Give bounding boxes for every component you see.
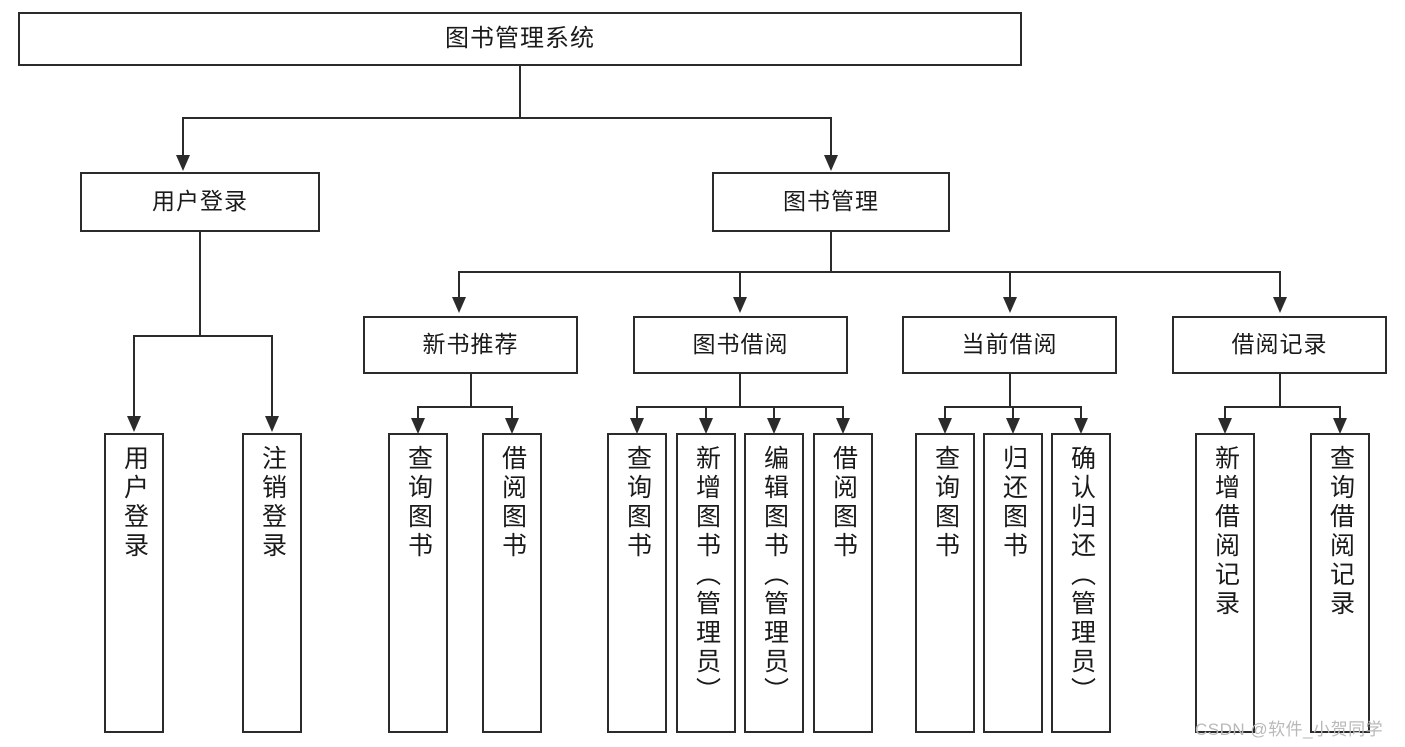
connector-book-borrow-bus bbox=[636, 406, 843, 408]
connector-borrow-record-bus bbox=[1224, 406, 1340, 408]
arrowhead-book-borrow-to-leaf-0 bbox=[630, 418, 644, 434]
node-label: 用户登录 bbox=[152, 188, 248, 215]
connector-user-login-to-leaf-0 bbox=[133, 335, 135, 417]
connector-book-borrow-to-leaf-2 bbox=[773, 406, 775, 419]
connector-root-to-book-management bbox=[830, 117, 832, 156]
node-label: 编辑图书（管理员） bbox=[760, 445, 789, 706]
leaf-current-borrow-0[interactable]: 查询图书 bbox=[915, 433, 975, 733]
arrowhead-to-new-book-recommend bbox=[452, 297, 466, 313]
leaf-book-borrow-1[interactable]: 新增图书（管理员） bbox=[676, 433, 736, 733]
connector-to-current-borrow bbox=[1009, 271, 1011, 298]
connector-to-new-book-recommend bbox=[458, 271, 460, 298]
connector-book-borrow-to-leaf-1 bbox=[705, 406, 707, 419]
node-label: 用户登录 bbox=[120, 445, 149, 561]
node-label: 图书借阅 bbox=[692, 331, 789, 358]
connector-to-book-borrow bbox=[739, 271, 741, 298]
leaf-book-borrow-0[interactable]: 查询图书 bbox=[607, 433, 667, 733]
connector-user-login-to-leaf-1 bbox=[271, 335, 273, 417]
node-label: 新增借阅记录 bbox=[1211, 445, 1240, 619]
node-label: 新书推荐 bbox=[422, 331, 519, 358]
node-current-borrow[interactable]: 当前借阅 bbox=[902, 316, 1117, 374]
connector-borrow-record-stem bbox=[1279, 374, 1281, 407]
connector-new-book-recommend-to-leaf-0 bbox=[417, 406, 419, 419]
leaf-new-book-recommend-1[interactable]: 借阅图书 bbox=[482, 433, 542, 733]
connector-current-borrow-stem bbox=[1009, 374, 1011, 407]
node-root-book-management-system[interactable]: 图书管理系统 bbox=[18, 12, 1022, 66]
arrowhead-current-borrow-to-leaf-2 bbox=[1074, 418, 1088, 434]
connector-book-borrow-to-leaf-3 bbox=[842, 406, 844, 419]
arrowhead-borrow-record-to-leaf-0 bbox=[1218, 418, 1232, 434]
node-label: 图书管理系统 bbox=[445, 24, 595, 52]
node-label: 借阅记录 bbox=[1231, 331, 1328, 358]
arrowhead-new-book-recommend-to-leaf-1 bbox=[505, 418, 519, 434]
arrowhead-to-current-borrow bbox=[1003, 297, 1017, 313]
arrowhead-root-to-user-login bbox=[176, 155, 190, 171]
node-label: 查询借阅记录 bbox=[1326, 445, 1355, 619]
arrowhead-user-login-to-leaf-1 bbox=[265, 416, 279, 432]
leaf-user-login-1[interactable]: 注销登录 bbox=[242, 433, 302, 733]
node-label: 注销登录 bbox=[258, 445, 287, 561]
arrowhead-book-borrow-to-leaf-1 bbox=[699, 418, 713, 434]
connector-user-login-stem bbox=[199, 232, 201, 336]
connector-root-stem bbox=[519, 66, 521, 117]
connector-new-book-recommend-bus bbox=[417, 406, 512, 408]
node-borrow-record[interactable]: 借阅记录 bbox=[1172, 316, 1387, 374]
connector-level1-bus bbox=[182, 117, 832, 119]
node-label: 借阅图书 bbox=[498, 445, 527, 561]
leaf-new-book-recommend-0[interactable]: 查询图书 bbox=[388, 433, 448, 733]
node-label: 查询图书 bbox=[931, 445, 960, 561]
arrowhead-to-book-borrow bbox=[733, 297, 747, 313]
connector-to-borrow-record bbox=[1279, 271, 1281, 298]
node-label: 查询图书 bbox=[623, 445, 652, 561]
connector-current-borrow-to-leaf-1 bbox=[1012, 406, 1014, 419]
node-label: 确认归还（管理员） bbox=[1067, 445, 1096, 706]
node-book-management[interactable]: 图书管理 bbox=[712, 172, 950, 232]
node-label: 借阅图书 bbox=[829, 445, 858, 561]
connector-book-borrow-stem bbox=[739, 374, 741, 407]
arrowhead-borrow-record-to-leaf-1 bbox=[1333, 418, 1347, 434]
node-label: 新增图书（管理员） bbox=[692, 445, 721, 706]
connector-new-book-recommend-to-leaf-1 bbox=[511, 406, 513, 419]
leaf-book-borrow-2[interactable]: 编辑图书（管理员） bbox=[744, 433, 804, 733]
connector-borrow-record-to-leaf-1 bbox=[1339, 406, 1341, 419]
node-label: 当前借阅 bbox=[961, 331, 1058, 358]
node-book-borrow[interactable]: 图书借阅 bbox=[633, 316, 848, 374]
arrowhead-root-to-book-management bbox=[824, 155, 838, 171]
node-label: 图书管理 bbox=[783, 188, 879, 215]
leaf-user-login-0[interactable]: 用户登录 bbox=[104, 433, 164, 733]
connector-new-book-recommend-stem bbox=[470, 374, 472, 407]
node-new-book-recommend[interactable]: 新书推荐 bbox=[363, 316, 578, 374]
leaf-borrow-record-1[interactable]: 查询借阅记录 bbox=[1310, 433, 1370, 733]
leaf-current-borrow-2[interactable]: 确认归还（管理员） bbox=[1051, 433, 1111, 733]
arrowhead-book-borrow-to-leaf-2 bbox=[767, 418, 781, 434]
connector-current-borrow-to-leaf-0 bbox=[944, 406, 946, 419]
arrowhead-book-borrow-to-leaf-3 bbox=[836, 418, 850, 434]
connector-book-borrow-to-leaf-0 bbox=[636, 406, 638, 419]
arrowhead-to-borrow-record bbox=[1273, 297, 1287, 313]
connector-borrow-record-to-leaf-0 bbox=[1224, 406, 1226, 419]
connector-current-borrow-to-leaf-2 bbox=[1080, 406, 1082, 419]
leaf-book-borrow-3[interactable]: 借阅图书 bbox=[813, 433, 873, 733]
arrowhead-new-book-recommend-to-leaf-0 bbox=[411, 418, 425, 434]
arrowhead-user-login-to-leaf-0 bbox=[127, 416, 141, 432]
connector-root-to-user-login bbox=[182, 117, 184, 156]
node-user-login[interactable]: 用户登录 bbox=[80, 172, 320, 232]
connector-level2-bus bbox=[458, 271, 1281, 273]
node-label: 查询图书 bbox=[404, 445, 433, 561]
leaf-borrow-record-0[interactable]: 新增借阅记录 bbox=[1195, 433, 1255, 733]
leaf-current-borrow-1[interactable]: 归还图书 bbox=[983, 433, 1043, 733]
connector-book-management-stem bbox=[830, 232, 832, 272]
arrowhead-current-borrow-to-leaf-1 bbox=[1006, 418, 1020, 434]
connector-user-login-bus bbox=[133, 335, 272, 337]
arrowhead-current-borrow-to-leaf-0 bbox=[938, 418, 952, 434]
node-label: 归还图书 bbox=[999, 445, 1028, 561]
